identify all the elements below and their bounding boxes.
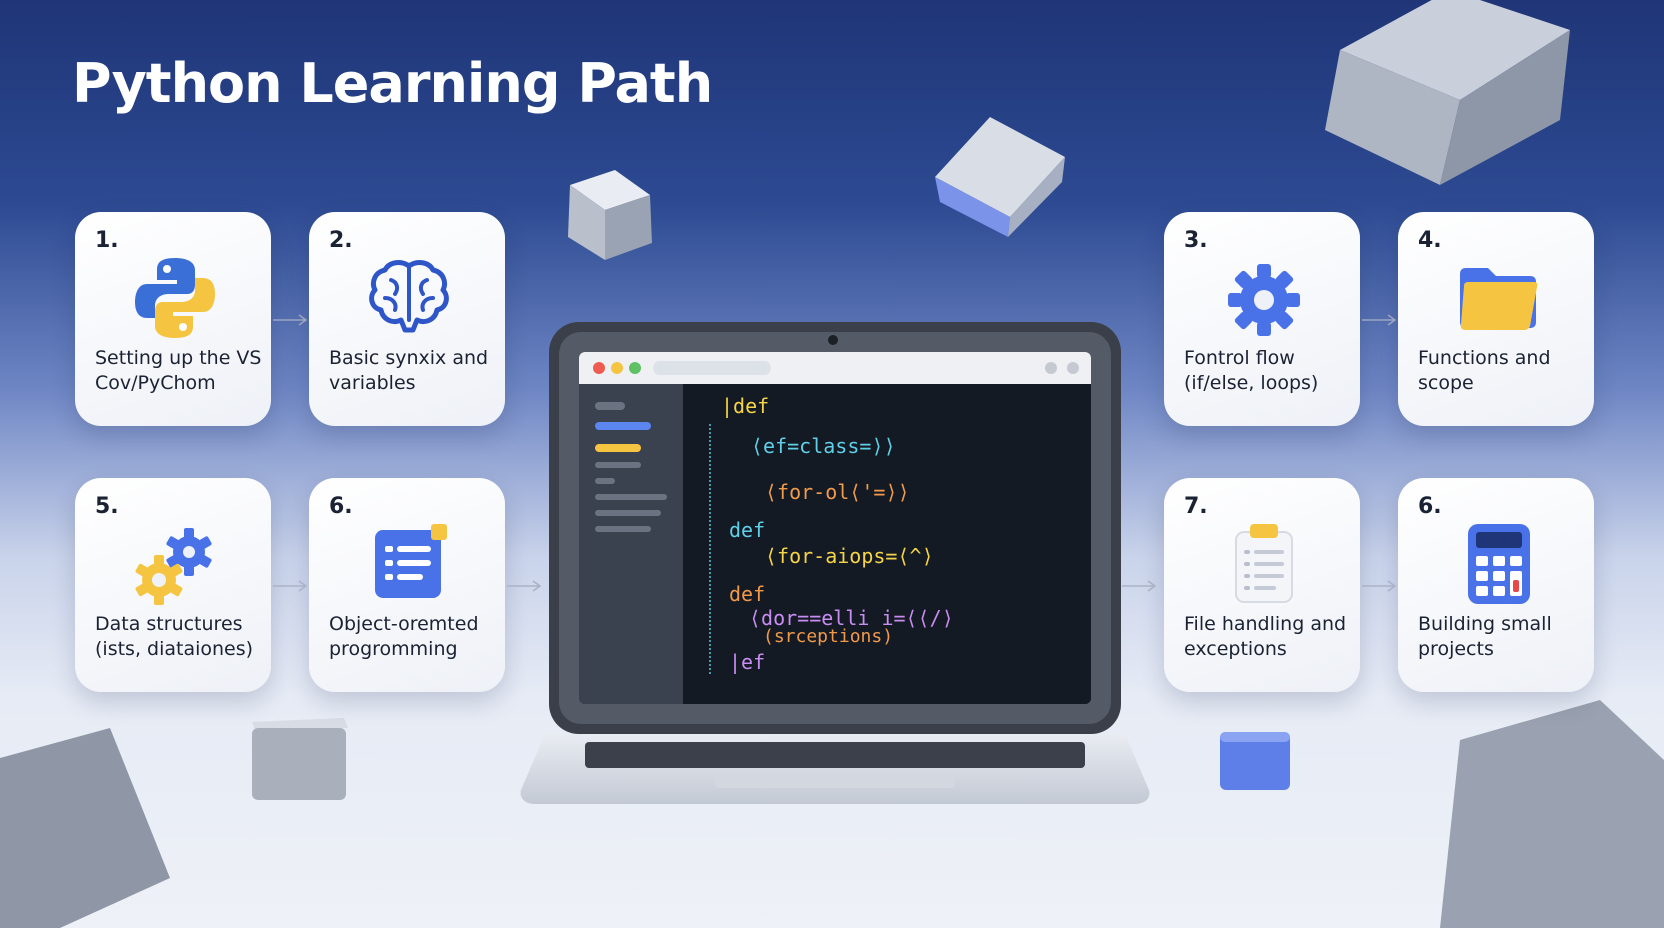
- maximize-dot-icon[interactable]: [629, 362, 641, 374]
- code-editor[interactable]: |def ⟨ef=class=⟩⟩ ⟨for-ol⟨'=⟩⟩ def ⟨for-…: [683, 384, 1091, 704]
- step-label: Building small projects: [1418, 613, 1552, 660]
- code-line: (srceptions): [763, 626, 894, 647]
- sidebar-line: [595, 478, 615, 484]
- sidebar-line: [595, 494, 667, 500]
- cube-decoration: [1440, 700, 1664, 928]
- step-number: 3.: [1184, 228, 1208, 253]
- step-card-4[interactable]: 4. Functions and scope: [1398, 212, 1594, 426]
- step-label: Functions and scope: [1418, 347, 1551, 394]
- code-line: def: [729, 582, 766, 606]
- laptop-screen: |def ⟨ef=class=⟩⟩ ⟨for-ol⟨'=⟩⟩ def ⟨for-…: [579, 352, 1091, 704]
- arrow-connector: [507, 580, 542, 592]
- brain-icon: [369, 260, 449, 333]
- menu-dot-icon[interactable]: [1067, 362, 1079, 374]
- indent-guide: [709, 424, 713, 674]
- address-bar[interactable]: [653, 361, 771, 375]
- step-number: 7.: [1184, 494, 1208, 519]
- step-card-5[interactable]: 5. Data structures (ists, diataiones): [75, 478, 271, 692]
- sidebar-line: [595, 402, 625, 410]
- arrow-connector: [1362, 580, 1397, 592]
- step-label: File handling and exceptions: [1184, 613, 1347, 660]
- gears-icon: [135, 528, 212, 605]
- calculator-icon: [1468, 524, 1530, 604]
- cube-decoration: [1325, 0, 1570, 185]
- sidebar-line-active[interactable]: [595, 422, 651, 430]
- code-line: ⟨dor==elli i=⟨⟨/⟩: [749, 606, 954, 630]
- document-icon: [375, 524, 447, 598]
- cube-decoration: [0, 728, 170, 928]
- step-label: Data structures (ists, diataiones): [95, 613, 254, 660]
- step-card-1[interactable]: 1. Setting up the VS Cov/PyChom: [75, 212, 271, 426]
- arrow-connector: [1122, 580, 1157, 592]
- code-line: def: [729, 518, 766, 542]
- step-number: 1.: [95, 228, 119, 253]
- step-card-8[interactable]: 6. Building small projects: [1398, 478, 1594, 692]
- step-label: Basic synxix and variables: [329, 347, 489, 394]
- arrow-connector: [273, 580, 308, 592]
- step-card-7[interactable]: 7. File handling and exceptions: [1164, 478, 1360, 692]
- step-label: Fontrol flow (if/else, loops): [1184, 347, 1319, 394]
- step-card-6[interactable]: 6. Object-oremted progromming: [309, 478, 505, 692]
- step-number: 6.: [329, 494, 353, 519]
- step-card-3[interactable]: 3. Fontrol flow (if/else, loops): [1164, 212, 1360, 426]
- clipboard-icon: [1235, 524, 1293, 603]
- cube-decoration: [568, 170, 652, 260]
- code-line: |ef: [729, 650, 766, 674]
- page-title: Python Learning Path: [72, 52, 713, 115]
- step-number: 6.: [1418, 494, 1442, 519]
- code-line: ⟨ef=class=⟩⟩: [751, 434, 896, 458]
- cube-decoration: [252, 718, 348, 800]
- code-line: ⟨for-ol⟨'=⟩⟩: [765, 480, 910, 504]
- arrow-connector: [1362, 314, 1397, 326]
- sidebar-line-highlight[interactable]: [595, 444, 641, 452]
- sidebar-line: [595, 526, 651, 532]
- code-line: |def: [721, 394, 770, 418]
- menu-dot-icon[interactable]: [1045, 362, 1057, 374]
- folder-icon: [1460, 268, 1538, 330]
- close-dot-icon[interactable]: [593, 362, 605, 374]
- cube-decoration: [1220, 732, 1290, 790]
- step-label: Setting up the VS Cov/PyChom: [95, 347, 262, 394]
- gear-icon: [1228, 264, 1300, 336]
- step-number: 2.: [329, 228, 353, 253]
- sidebar-line: [595, 510, 661, 516]
- step-number: 4.: [1418, 228, 1442, 253]
- step-number: 5.: [95, 494, 119, 519]
- arrow-connector: [273, 314, 308, 326]
- minimize-dot-icon[interactable]: [611, 362, 623, 374]
- step-card-2[interactable]: 2. Basic synxix and variables: [309, 212, 505, 426]
- python-logo-icon: [135, 258, 215, 338]
- laptop-illustration: |def ⟨ef=class=⟩⟩ ⟨for-ol⟨'=⟩⟩ def ⟨for-…: [515, 318, 1155, 818]
- code-line: ⟨for-aiops=⟨^⟩: [765, 544, 934, 568]
- editor-sidebar: [579, 384, 683, 704]
- sidebar-line: [595, 462, 641, 468]
- step-label: Object-oremted progromming: [329, 613, 479, 660]
- cube-decoration: [935, 117, 1065, 237]
- browser-bar: [579, 352, 1091, 384]
